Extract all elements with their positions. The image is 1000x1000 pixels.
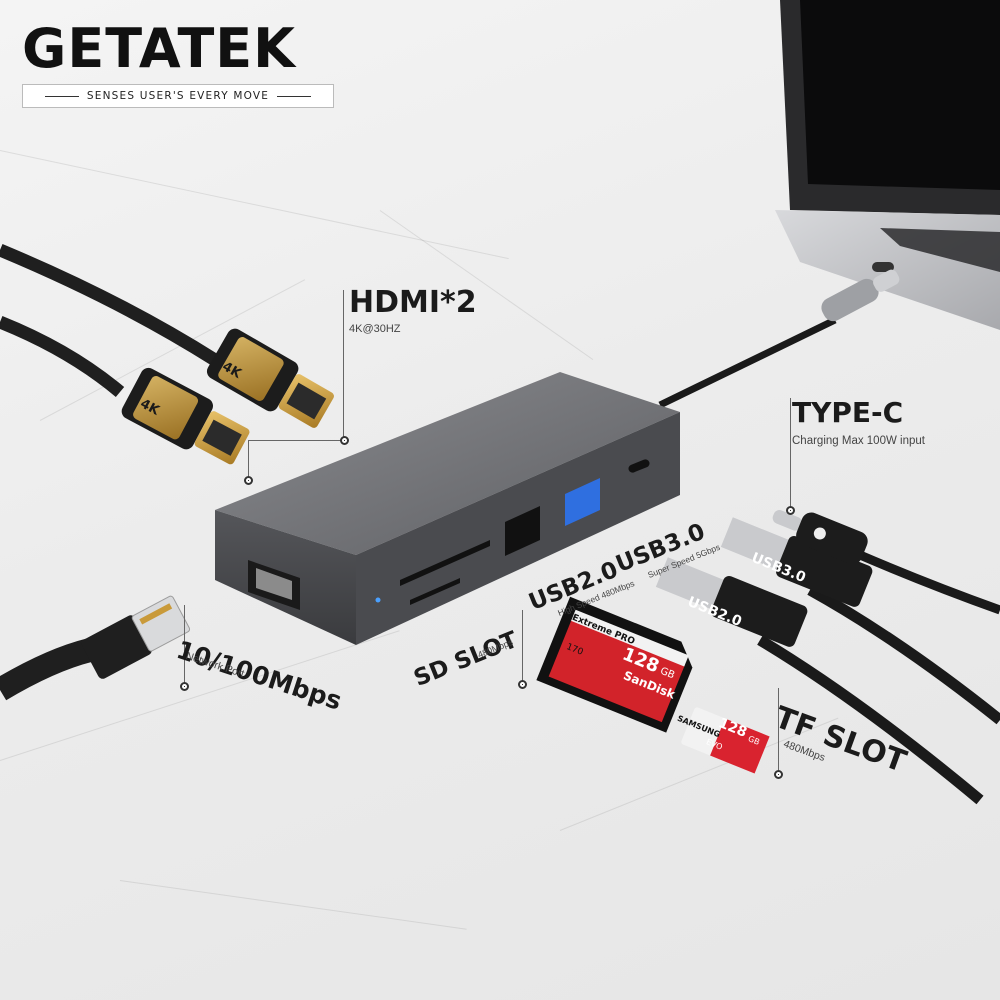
tf-callout-dot <box>774 770 783 779</box>
brand-name: GETATEK <box>22 17 297 80</box>
laptop-keyboard <box>880 228 1000 272</box>
laptop <box>775 0 1000 330</box>
typec-plug <box>821 269 900 322</box>
hdmi-subtitle: 4K@30HZ <box>349 323 401 335</box>
brand-logo: GETATEK SENSES USER'S EVERY MOVE <box>22 22 334 108</box>
usb2-cable <box>655 557 984 805</box>
hdmi-title: HDMI*2 <box>349 285 477 320</box>
laptop-display <box>800 0 1000 190</box>
typec-right-cable <box>772 510 1000 615</box>
usb3-cable <box>720 517 1000 725</box>
typec-callout-dot <box>786 506 795 515</box>
sd-slot <box>400 540 490 586</box>
typec-title: TYPE-C <box>792 396 904 429</box>
sd-callout-dot <box>518 680 527 689</box>
brand-tagline: SENSES USER'S EVERY MOVE <box>86 90 270 102</box>
sd-card <box>536 596 693 733</box>
typec-subtitle: Charging Max 100W input <box>792 435 925 447</box>
tf-slot <box>410 578 460 605</box>
usb3-port <box>565 478 600 526</box>
ethernet-callout-dot <box>180 682 189 691</box>
hdmi-cables <box>0 244 334 465</box>
usb2-port <box>505 506 540 556</box>
hub-led <box>375 597 381 603</box>
laptop-usbc-port <box>872 262 894 272</box>
ethernet-cable <box>0 595 191 701</box>
typec-port <box>628 459 650 473</box>
hdmi-callout-dot-2 <box>244 476 253 485</box>
tf-card <box>681 707 770 774</box>
hdmi-callout-dot <box>340 436 349 445</box>
brand-tagline-box: SENSES USER'S EVERY MOVE <box>22 84 334 108</box>
hub-top <box>215 372 680 555</box>
usb-hub <box>215 372 680 645</box>
hub-cable <box>658 316 837 409</box>
